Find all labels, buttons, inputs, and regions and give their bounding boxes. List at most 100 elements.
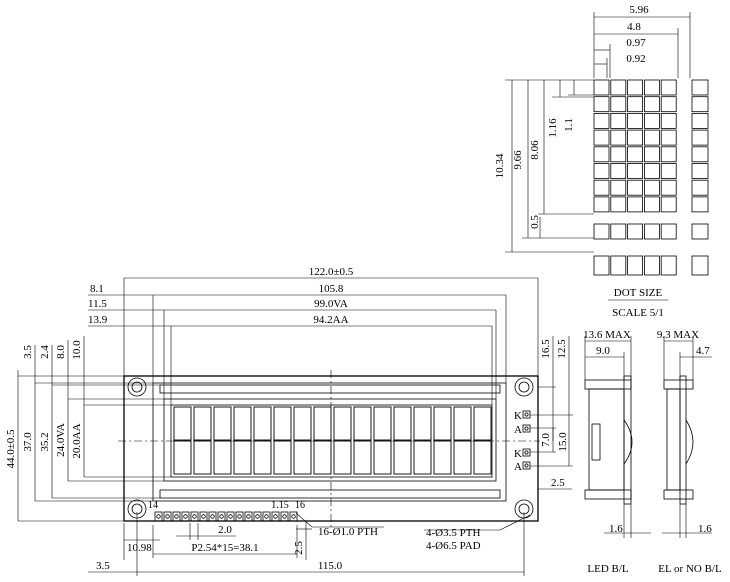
pin-hole [174,514,179,519]
pixel-dot [593,129,610,146]
character-cell [313,406,332,441]
pixel-dot [627,196,643,213]
character-cell [473,406,492,441]
dim-8-0: 8.0 [55,345,67,359]
led-bl-label: LED B/L [587,563,629,575]
character-cell [253,406,272,441]
pin-hole [273,514,278,519]
pin-hole [156,514,161,519]
character-cell [213,406,232,441]
pad-label-k2: K [514,448,522,460]
pin-pad [172,511,181,522]
character-cell [373,440,392,475]
character-cell [333,440,352,475]
el-bl-label: EL or NO B/L [658,563,722,575]
pixel-dot [593,179,610,196]
pixel-dot [593,223,610,240]
pixel-dot [691,196,709,213]
pixel-dot [691,223,709,240]
character-cell [413,406,432,441]
dim-10-0: 10.0 [71,340,83,360]
mounting-hole-tl [127,377,147,397]
character-cell [373,406,392,441]
pixel-dot [610,79,627,96]
character-cell [273,440,292,475]
el-depth-dim: 4.7 [696,345,710,357]
dim-w-total: 5.96 [629,4,649,16]
pixel-dot [627,113,643,129]
dim-115: 115.0 [318,560,343,572]
pixel-dot [691,79,709,96]
character-cell [233,440,252,475]
dim-overall-height: 44.0±0.5 [5,429,17,469]
pin-pad [271,511,280,522]
pixel-dot [593,96,610,113]
character-cell [293,406,312,441]
pin-hole [255,514,260,519]
pixel-dot [644,146,660,163]
dot-matrix-grid [593,79,709,276]
character-cell [473,440,492,475]
pixel-dot [660,255,677,276]
pixel-dot [627,146,643,163]
front-view: 14 1.15 16 K A K A 122.0±0.5 105.8 8.1 9… [5,266,573,576]
dot-size-scale: SCALE 5/1 [612,307,664,319]
dim-105-8: 105.8 [319,283,344,295]
dim-37: 37.0 [22,432,34,452]
dim-2-5-bottom: 2.5 [293,541,305,555]
dim-2-4: 2.4 [39,345,51,359]
dim-8-1: 8.1 [90,283,104,295]
viewing-area [163,398,497,482]
pin-hole [291,514,296,519]
pixel-dot [627,179,643,196]
character-cell [333,406,352,441]
character-cell [413,440,432,475]
pixel-dot [644,129,660,146]
pad-label-a2: A [514,461,522,473]
dim-va-height: 24.0VA [55,423,67,457]
dim-12-5: 12.5 [556,339,568,359]
character-cell [173,440,192,475]
pixel-dot [644,96,660,113]
pixel-dot [644,113,660,129]
pin-16-label: 16 [295,500,305,511]
character-cell [193,440,212,475]
pin-pad [280,511,289,522]
dim-13-9: 13.9 [88,314,108,326]
side-view-led: 13.6 MAX 9.0 1.6 LED B/L [583,329,651,575]
dim-h-rows: 8.06 [529,140,541,160]
pixel-dot [610,255,627,276]
pin-pad [235,511,244,522]
pixel-dot [610,223,627,240]
pixel-dot [660,179,677,196]
character-cell [353,406,372,441]
bezel-outline [152,382,507,502]
dim-row-dot: 1.1 [563,118,575,132]
pin-hole [210,514,215,519]
pin-pad [163,511,172,522]
character-cell [313,440,332,475]
pixel-dot [610,96,627,113]
pixel-dot [627,223,643,240]
pixel-dot [644,255,660,276]
pixel-dot [660,79,677,96]
pad-label-a1: A [514,424,522,436]
character-cells [173,406,492,475]
dim-pitch: 0.97 [626,37,646,49]
pixel-dot [691,129,709,146]
character-cell [233,406,252,441]
pin-pad [289,511,298,522]
pixel-dot [660,146,677,163]
pin-pth-note: 16-Ø1.0 PTH [318,526,378,538]
pixel-dot [660,223,677,240]
character-cell [453,406,472,441]
pixel-dot [627,96,643,113]
dim-3-5-left: 3.5 [22,345,34,359]
pixel-dot [593,79,610,96]
character-cell [273,406,292,441]
character-cell [173,406,192,441]
pixel-dot [691,255,709,276]
character-cell [393,406,412,441]
pixel-dot [660,96,677,113]
